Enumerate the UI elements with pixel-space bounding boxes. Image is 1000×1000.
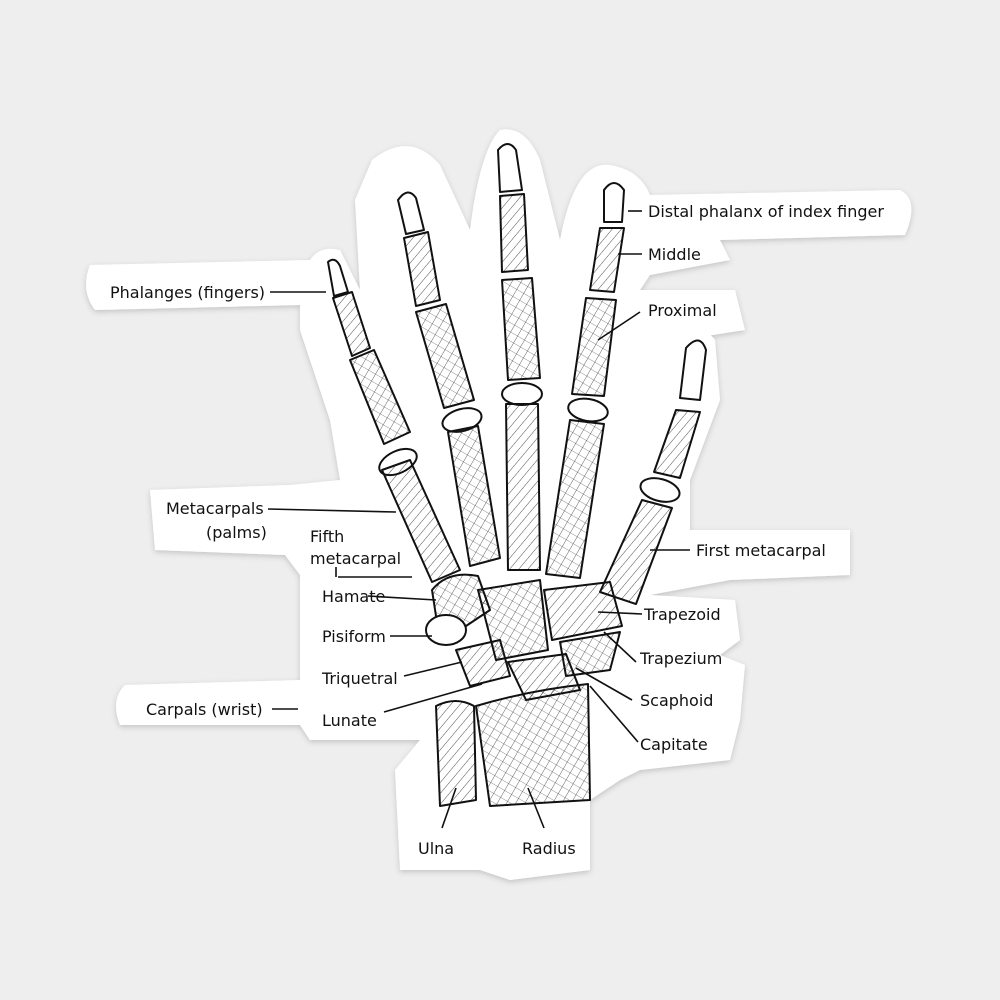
ring-finger-bones: [397, 191, 483, 433]
leader-lines: [267, 210, 690, 829]
label-radius: Radius: [522, 839, 576, 858]
label-ulna: Ulna: [418, 839, 454, 858]
thumb-bones: [639, 339, 707, 503]
label-trapezoid: Trapezoid: [643, 605, 721, 624]
label-lunate: Lunate: [322, 711, 377, 730]
forearm-bones: [435, 683, 591, 807]
metacarpal-bones: [381, 403, 673, 605]
label-fifth-metacarpal: metacarpal: [310, 549, 401, 568]
label-scaphoid: Scaphoid: [640, 691, 713, 710]
hand-bones: [327, 143, 707, 807]
label-proximal: Proximal: [648, 301, 717, 320]
label-first-metacarpal: First metacarpal: [696, 541, 826, 560]
label-carpals: Carpals (wrist): [146, 700, 263, 719]
label-capitate: Capitate: [640, 735, 708, 754]
pinky-finger-bones: [327, 258, 418, 477]
sticker-background: [86, 129, 912, 880]
label-phalanges: Phalanges (fingers): [110, 283, 265, 302]
label-triquetral: Triquetral: [321, 669, 398, 688]
label-hamate: Hamate: [322, 587, 385, 606]
carpal-bones: [425, 573, 623, 701]
label-distal-phalanx: Distal phalanx of index finger: [648, 202, 884, 221]
label-trapezium: Trapezium: [639, 649, 722, 668]
index-finger-bones: [567, 182, 625, 423]
label-fifth: Fifth: [310, 527, 344, 546]
label-palms: (palms): [206, 523, 267, 542]
label-pisiform: Pisiform: [322, 627, 386, 646]
labels: Distal phalanx of index finger Middle Pr…: [110, 202, 884, 858]
label-metacarpals: Metacarpals: [166, 499, 264, 518]
label-middle: Middle: [648, 245, 701, 264]
middle-finger-bones: [497, 143, 543, 406]
